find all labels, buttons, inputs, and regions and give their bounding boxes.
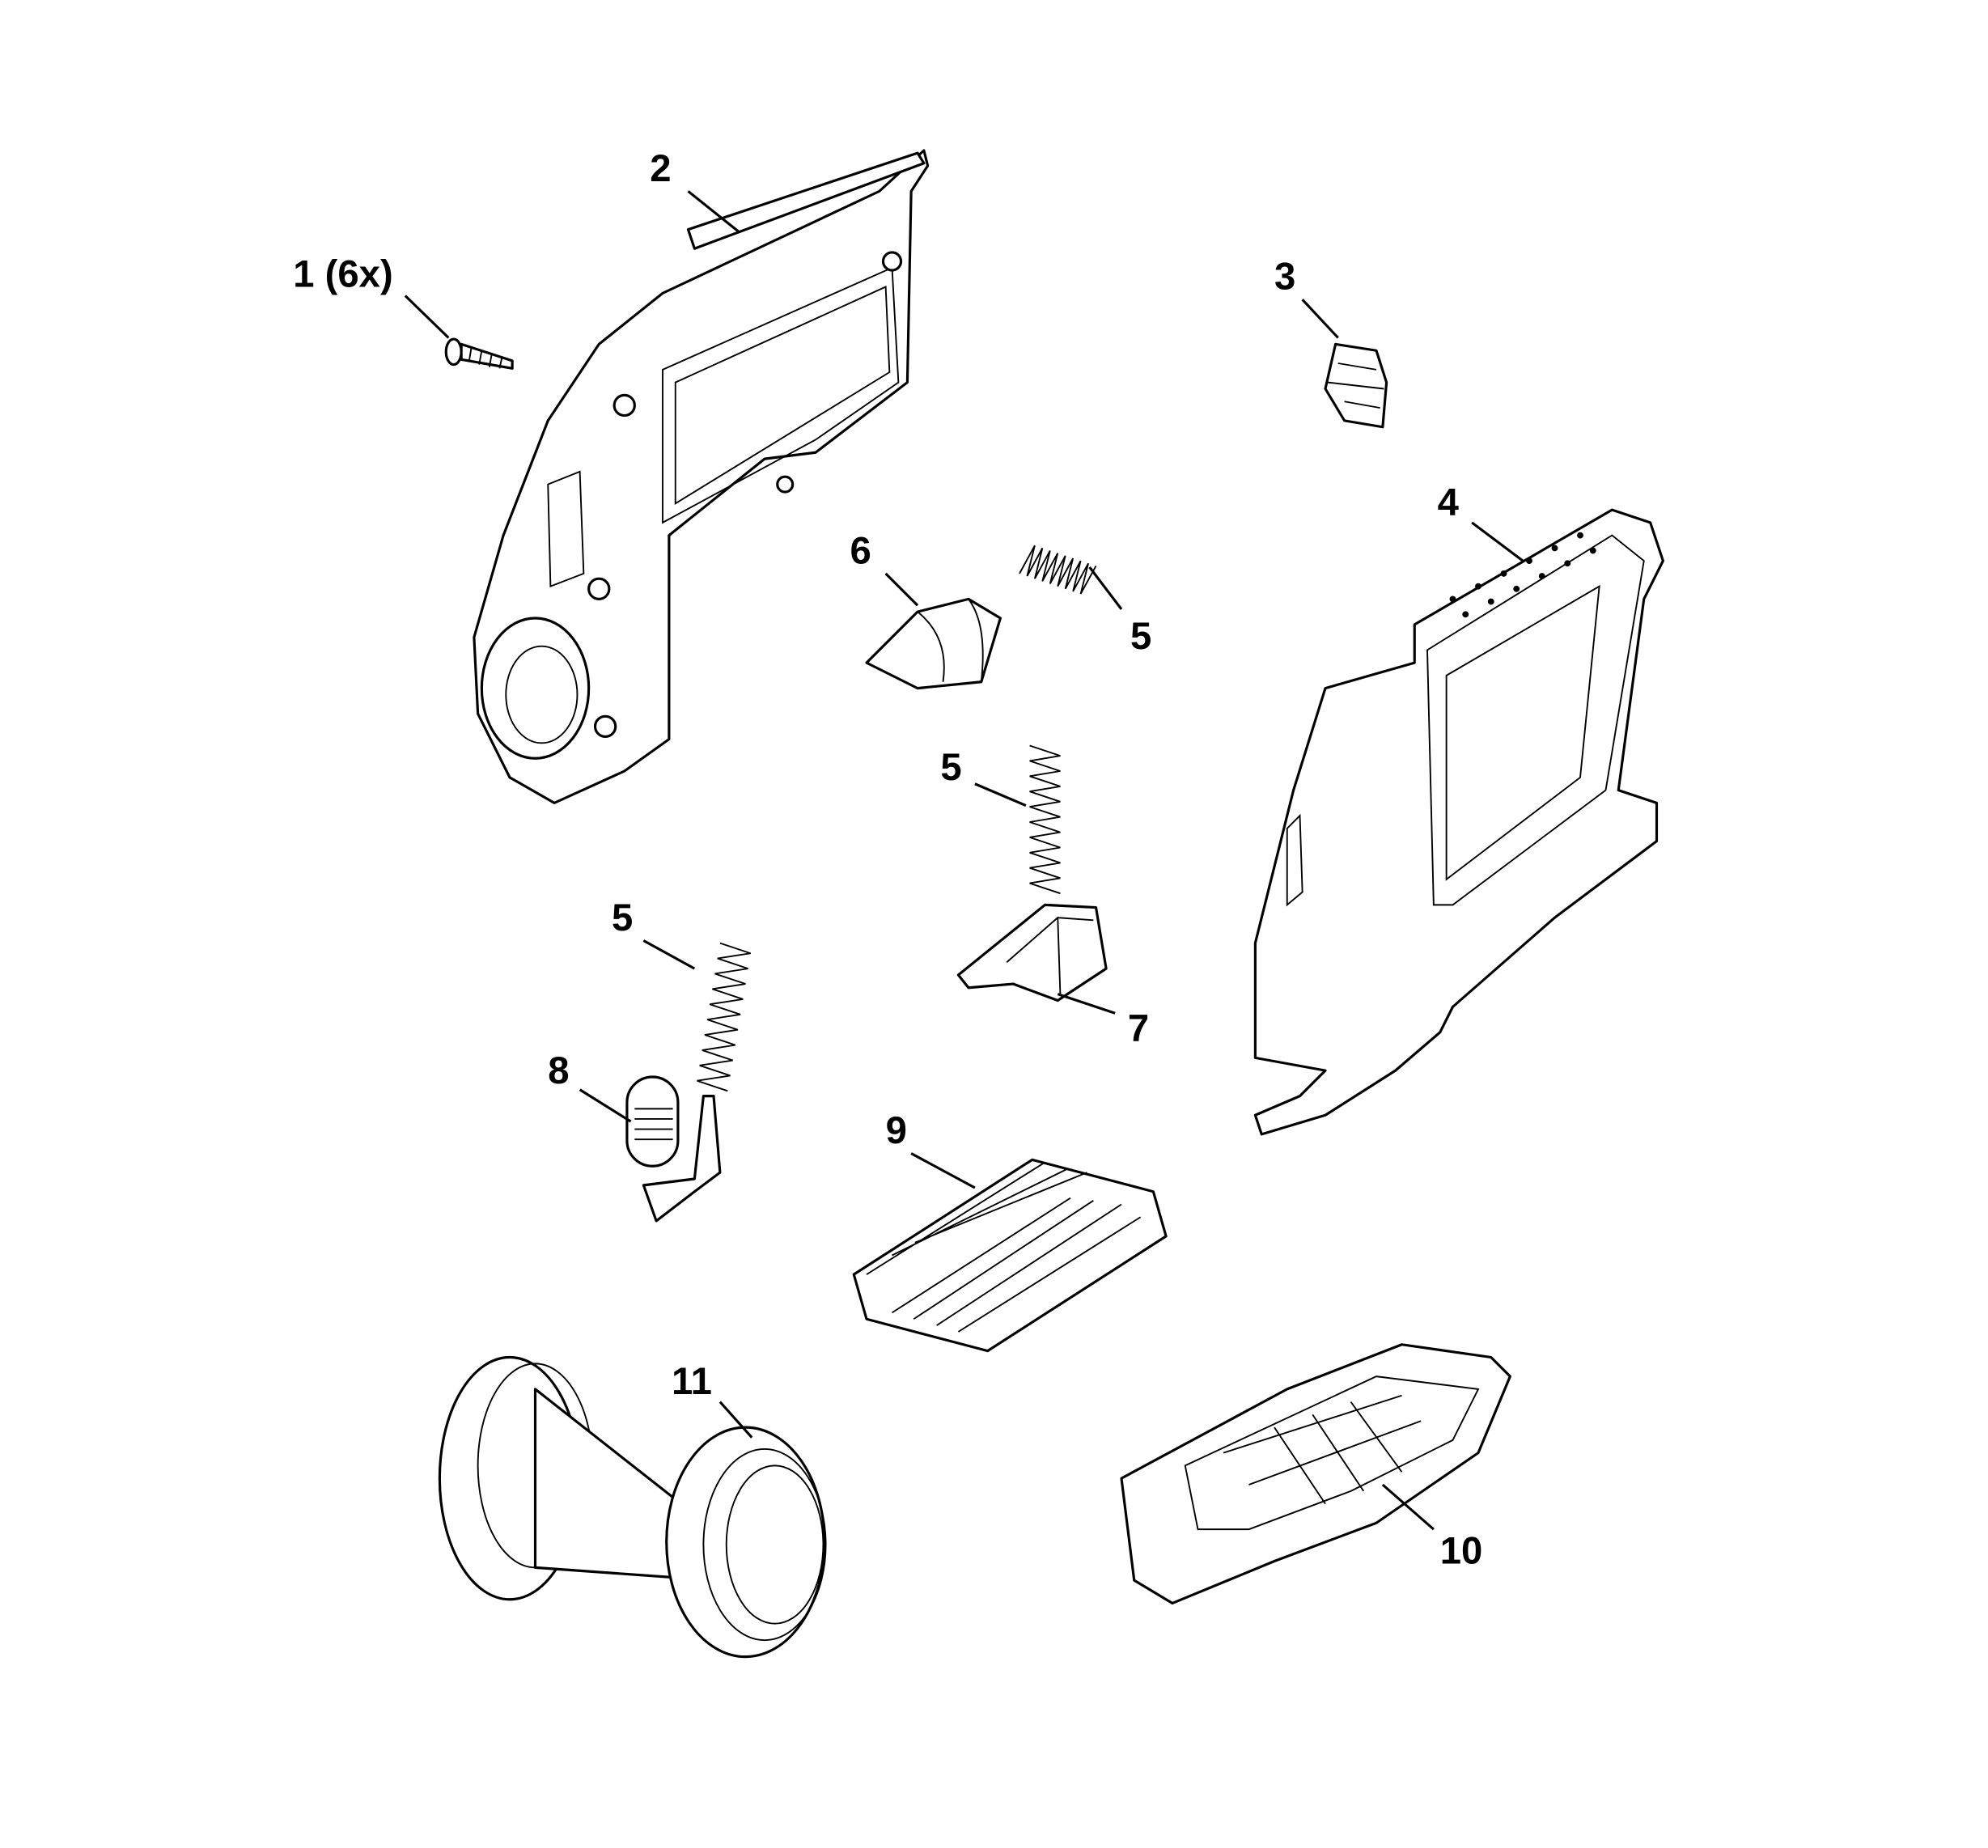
leader-lines	[404, 190, 1524, 1531]
callout-8: 8	[548, 1049, 569, 1092]
left-housing-part	[473, 149, 930, 804]
callout-11: 11	[672, 1360, 712, 1403]
grip-dots	[1449, 532, 1596, 618]
trigger-cap-part	[865, 597, 1002, 690]
callout-2: 2	[650, 147, 671, 190]
bottom-cover-part	[1120, 1343, 1511, 1605]
callout-5c: 5	[612, 896, 633, 939]
callout-7: 7	[1128, 1007, 1149, 1050]
callout-9: 9	[886, 1109, 907, 1152]
spring-part-middle	[1029, 744, 1061, 895]
callout-4: 4	[1438, 481, 1460, 523]
callout-5b: 5	[940, 746, 961, 789]
callout-1: 1 (6x)	[293, 253, 392, 296]
latch-part	[956, 903, 1108, 1002]
callout-10: 10	[1440, 1530, 1483, 1573]
callout-6: 6	[850, 529, 871, 572]
clip-part	[1324, 342, 1388, 429]
spring-part-lower	[697, 942, 751, 1092]
wheel-assembly-part	[438, 1355, 827, 1659]
callout-3: 3	[1274, 256, 1295, 299]
screw-part	[444, 337, 514, 370]
right-handle-housing-part	[1253, 508, 1664, 1136]
battery-pack-part	[852, 1158, 1168, 1353]
spring-part-upper	[1019, 545, 1097, 595]
switch-button-part	[625, 1075, 722, 1223]
callout-5a: 5	[1130, 615, 1151, 658]
